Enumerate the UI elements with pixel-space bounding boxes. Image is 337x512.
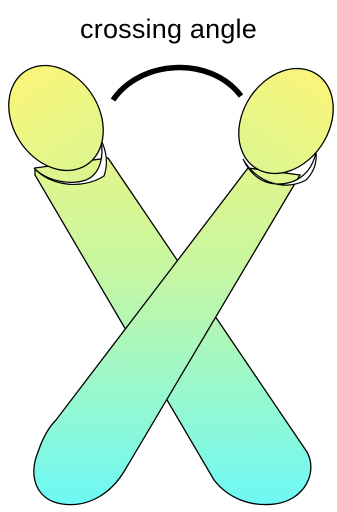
right-helix-cap [219, 51, 337, 192]
crossing-angle-arc [113, 68, 241, 100]
